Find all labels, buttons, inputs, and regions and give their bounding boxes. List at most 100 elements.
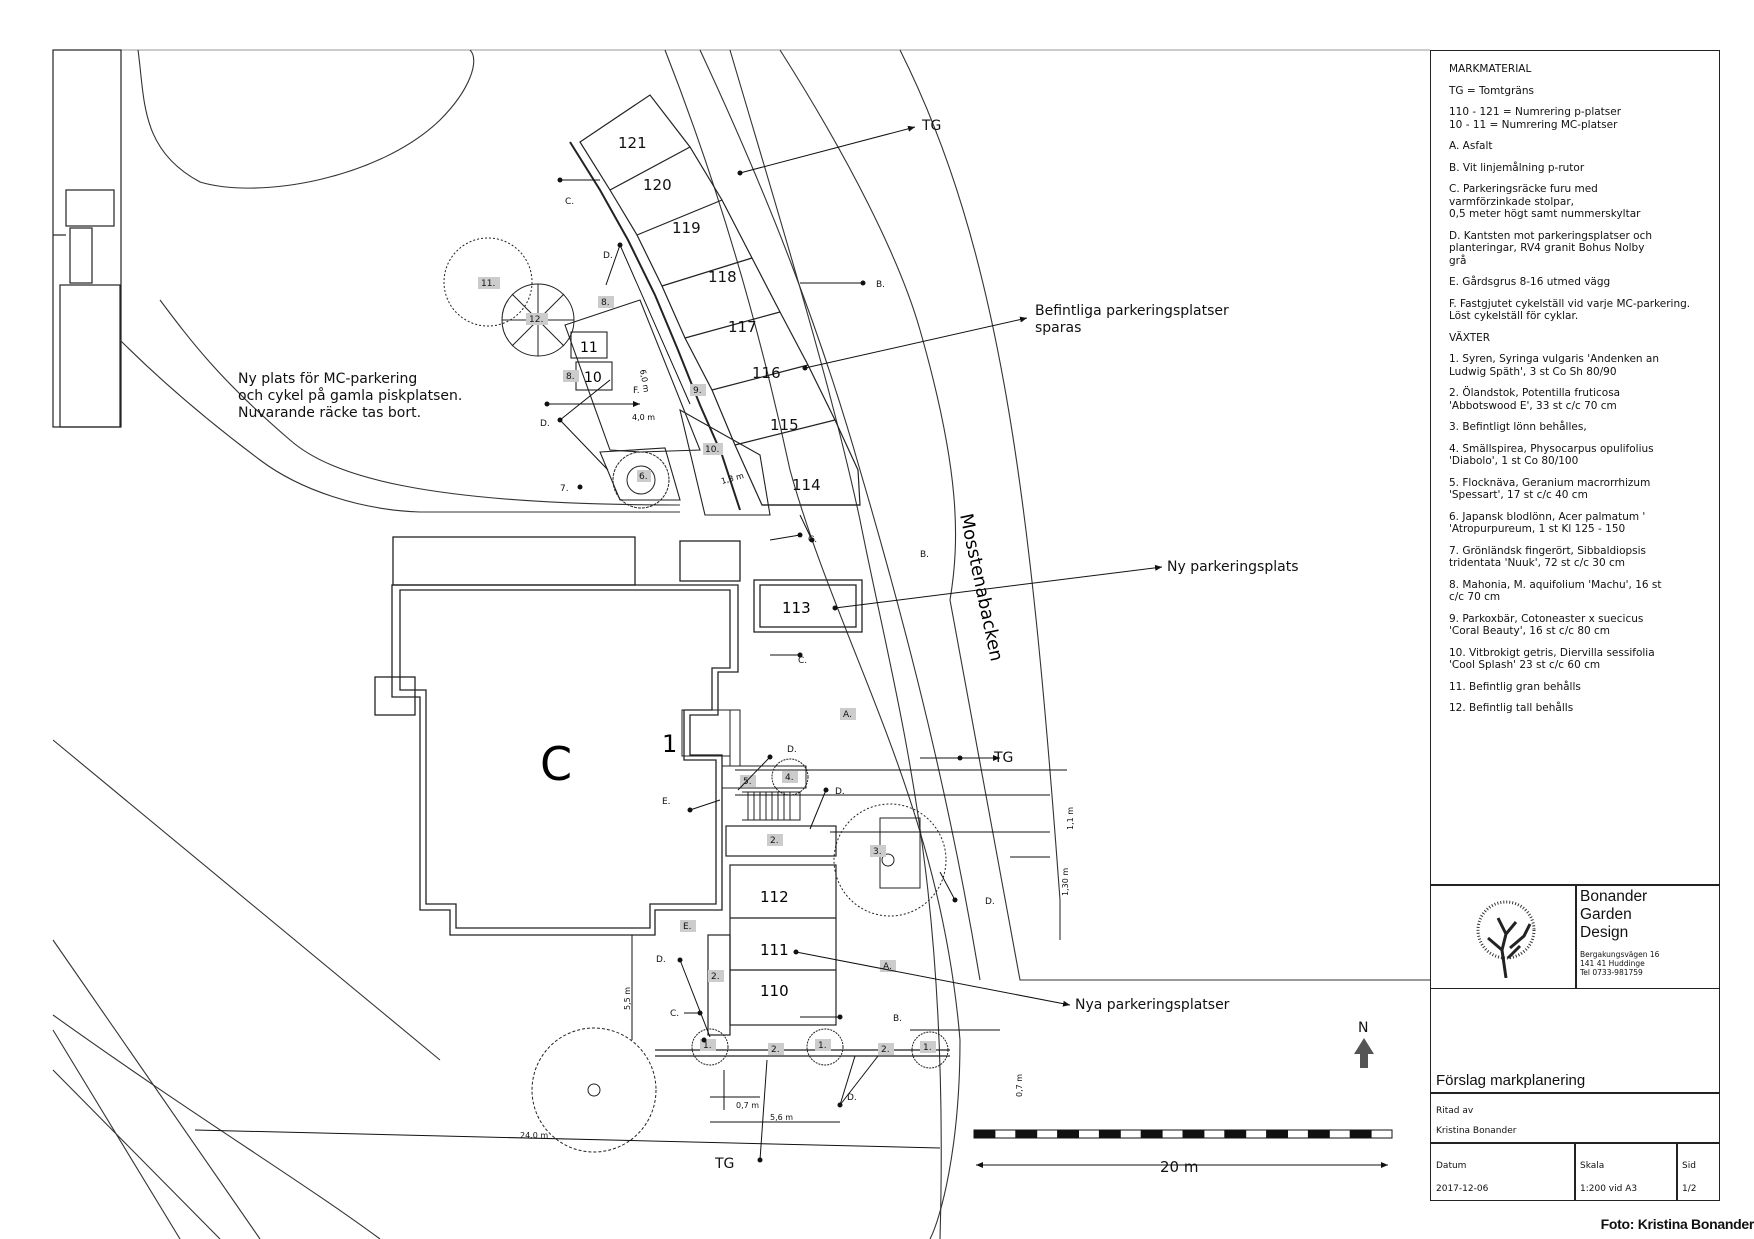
legend-item: TG = Tomtgräns xyxy=(1449,84,1534,97)
svg-text:24,0 m: 24,0 m xyxy=(520,1131,548,1140)
entrance-stairs xyxy=(681,709,807,821)
building-c xyxy=(374,536,741,936)
note-line: sparas xyxy=(1035,320,1081,336)
legend-item: 9. Parkoxbär, Cotoneaster x suecicus 'Co… xyxy=(1449,612,1644,638)
shrubs-1 xyxy=(691,1028,949,1069)
dim-4m: 4,0 m xyxy=(632,413,655,422)
plant-tags: 11. 12. 8. 8. 9. 10. 6. 5. 4. 2. 3. E. 2… xyxy=(478,277,936,1055)
svg-text:8.: 8. xyxy=(566,372,575,382)
svg-text:2.: 2. xyxy=(771,1045,780,1055)
note-line: Ny plats för MC-parkering xyxy=(238,371,417,387)
legend-item: E. Gårdsgrus 8-16 utmed vägg xyxy=(1449,276,1611,288)
svg-text:9.: 9. xyxy=(693,386,702,396)
mc-parking-area xyxy=(564,299,771,516)
parking-spot-114: 114 xyxy=(792,476,821,494)
svg-text:D.: D. xyxy=(787,745,797,755)
legend-item: 6. Japansk blodlönn, Acer palmatum ' 'At… xyxy=(1449,510,1646,536)
svg-text:8.: 8. xyxy=(601,298,610,308)
svg-text:7.: 7. xyxy=(560,484,569,494)
scale-segment xyxy=(1349,1129,1372,1139)
title-block-title-area xyxy=(1430,989,1720,1093)
svg-text:TG: TG xyxy=(714,1156,734,1172)
svg-text:1.: 1. xyxy=(703,1041,712,1051)
svg-text:C.: C. xyxy=(798,656,807,666)
dim-6m: 6,0 m xyxy=(638,369,651,393)
legend-item: D. Kantsten mot parkeringsplatser och pl… xyxy=(1449,229,1652,267)
legend-item: 5. Flocknäva, Geranium macrorrhizum 'Spe… xyxy=(1449,476,1651,502)
svg-text:B.: B. xyxy=(920,550,929,560)
scale-bar: 20 m xyxy=(973,1129,1393,1176)
parking-spot-121: 121 xyxy=(618,134,647,152)
left-structure xyxy=(52,49,122,428)
sheet-value: 1/2 xyxy=(1682,1184,1697,1194)
title-block-divider xyxy=(1575,885,1577,989)
note-line: Nuvarande räcke tas bort. xyxy=(238,405,421,421)
drawing-title: Förslag markplanering xyxy=(1436,1072,1586,1089)
tree-11-spruce xyxy=(443,237,533,327)
legend-item: F. Fastgjutet cykelställ vid varje MC-pa… xyxy=(1449,297,1691,323)
parking-spot-118: 118 xyxy=(708,268,737,286)
parking-spot-113: 113 xyxy=(782,599,811,617)
tree-6-maple xyxy=(612,451,670,509)
parking-spot-119: 119 xyxy=(672,219,701,237)
svg-text:B.: B. xyxy=(876,280,885,290)
scale-segment xyxy=(1140,1129,1163,1139)
svg-text:C.: C. xyxy=(808,535,817,545)
plan-labels: C. D. B. F. D. 7. C. B. C. D. D. E. D. D… xyxy=(540,197,995,1103)
svg-text:C.: C. xyxy=(565,197,574,207)
svg-text:1.: 1. xyxy=(923,1043,932,1053)
svg-text:0,7 m: 0,7 m xyxy=(736,1101,759,1110)
legend-item: 4. Smällspirea, Physocarpus opulifolius … xyxy=(1449,442,1654,468)
svg-text:D.: D. xyxy=(656,955,666,965)
legend-item: 8. Mahonia, M. aquifolium 'Machu', 16 st… xyxy=(1449,578,1662,604)
scale-segment xyxy=(1098,1129,1121,1139)
legend-item: 3. Befintligt lönn behålles, xyxy=(1449,421,1587,433)
north-arrow: N xyxy=(1354,1020,1374,1068)
scale-label: 20 m xyxy=(1160,1158,1198,1176)
svg-text:5.: 5. xyxy=(743,777,752,787)
svg-text:1,30 m: 1,30 m xyxy=(1061,868,1070,896)
legend-item: 10. Vitbrokigt getris, Diervilla sessifo… xyxy=(1449,646,1655,672)
dimension-texts: 1,1 m 1,30 m 5,5 m 0,7 m 0,7 m 5,6 m 24,… xyxy=(520,807,1075,1140)
new-parking-area xyxy=(655,825,950,1057)
ground-lines xyxy=(52,49,1430,1239)
legend-item: B. Vit linjemålning p-rutor xyxy=(1449,161,1585,174)
scale-segment xyxy=(1182,1129,1205,1139)
building-number: 1 xyxy=(662,730,677,758)
note-new-spot: Ny parkeringsplats xyxy=(1167,559,1299,575)
svg-text:D.: D. xyxy=(985,897,995,907)
photo-credit: Foto: Kristina Bonander xyxy=(1600,1216,1754,1232)
parking-spot-115: 115 xyxy=(770,416,799,434)
note-line: och cykel på gamla piskplatsen. xyxy=(238,387,462,404)
legend-item: VÄXTER xyxy=(1449,331,1491,344)
legend-item: C. Parkeringsräcke furu med varmförzinka… xyxy=(1449,183,1641,220)
svg-text:12.: 12. xyxy=(529,315,543,325)
svg-text:5,6 m: 5,6 m xyxy=(770,1113,793,1122)
existing-spot-labels: 121 120 119 118 117 116 115 114 xyxy=(618,134,821,494)
legend-item: 11. Befintlig gran behålls xyxy=(1449,680,1581,693)
legend-item: 7. Grönländsk fingerört, Sibbaldiopsis t… xyxy=(1449,544,1647,570)
date-label: Datum xyxy=(1436,1161,1467,1171)
scale-segment xyxy=(1015,1129,1038,1139)
svg-text:F.: F. xyxy=(633,386,640,396)
drawn-by-value: Kristina Bonander xyxy=(1436,1126,1517,1136)
tg-labels: TG TG TG xyxy=(714,118,1013,1172)
svg-text:4.: 4. xyxy=(785,773,794,783)
scale-value: 1:200 vid A3 xyxy=(1580,1184,1638,1194)
svg-text:2.: 2. xyxy=(711,972,720,982)
scale-segment xyxy=(1307,1129,1330,1139)
legend-item: A. Asfalt xyxy=(1449,140,1493,152)
svg-text:E.: E. xyxy=(662,797,671,807)
mc-spot-11: 11 xyxy=(580,340,598,356)
mc-spot-10: 10 xyxy=(584,370,602,386)
drawn-by-label: Ritad av xyxy=(1436,1106,1474,1116)
parking-spot-112: 112 xyxy=(760,888,789,906)
title-block-col-2 xyxy=(1676,1143,1678,1201)
leader-lines xyxy=(194,125,1163,1161)
parking-spot-120: 120 xyxy=(643,176,672,194)
sheet-label: Sid xyxy=(1682,1161,1696,1171)
